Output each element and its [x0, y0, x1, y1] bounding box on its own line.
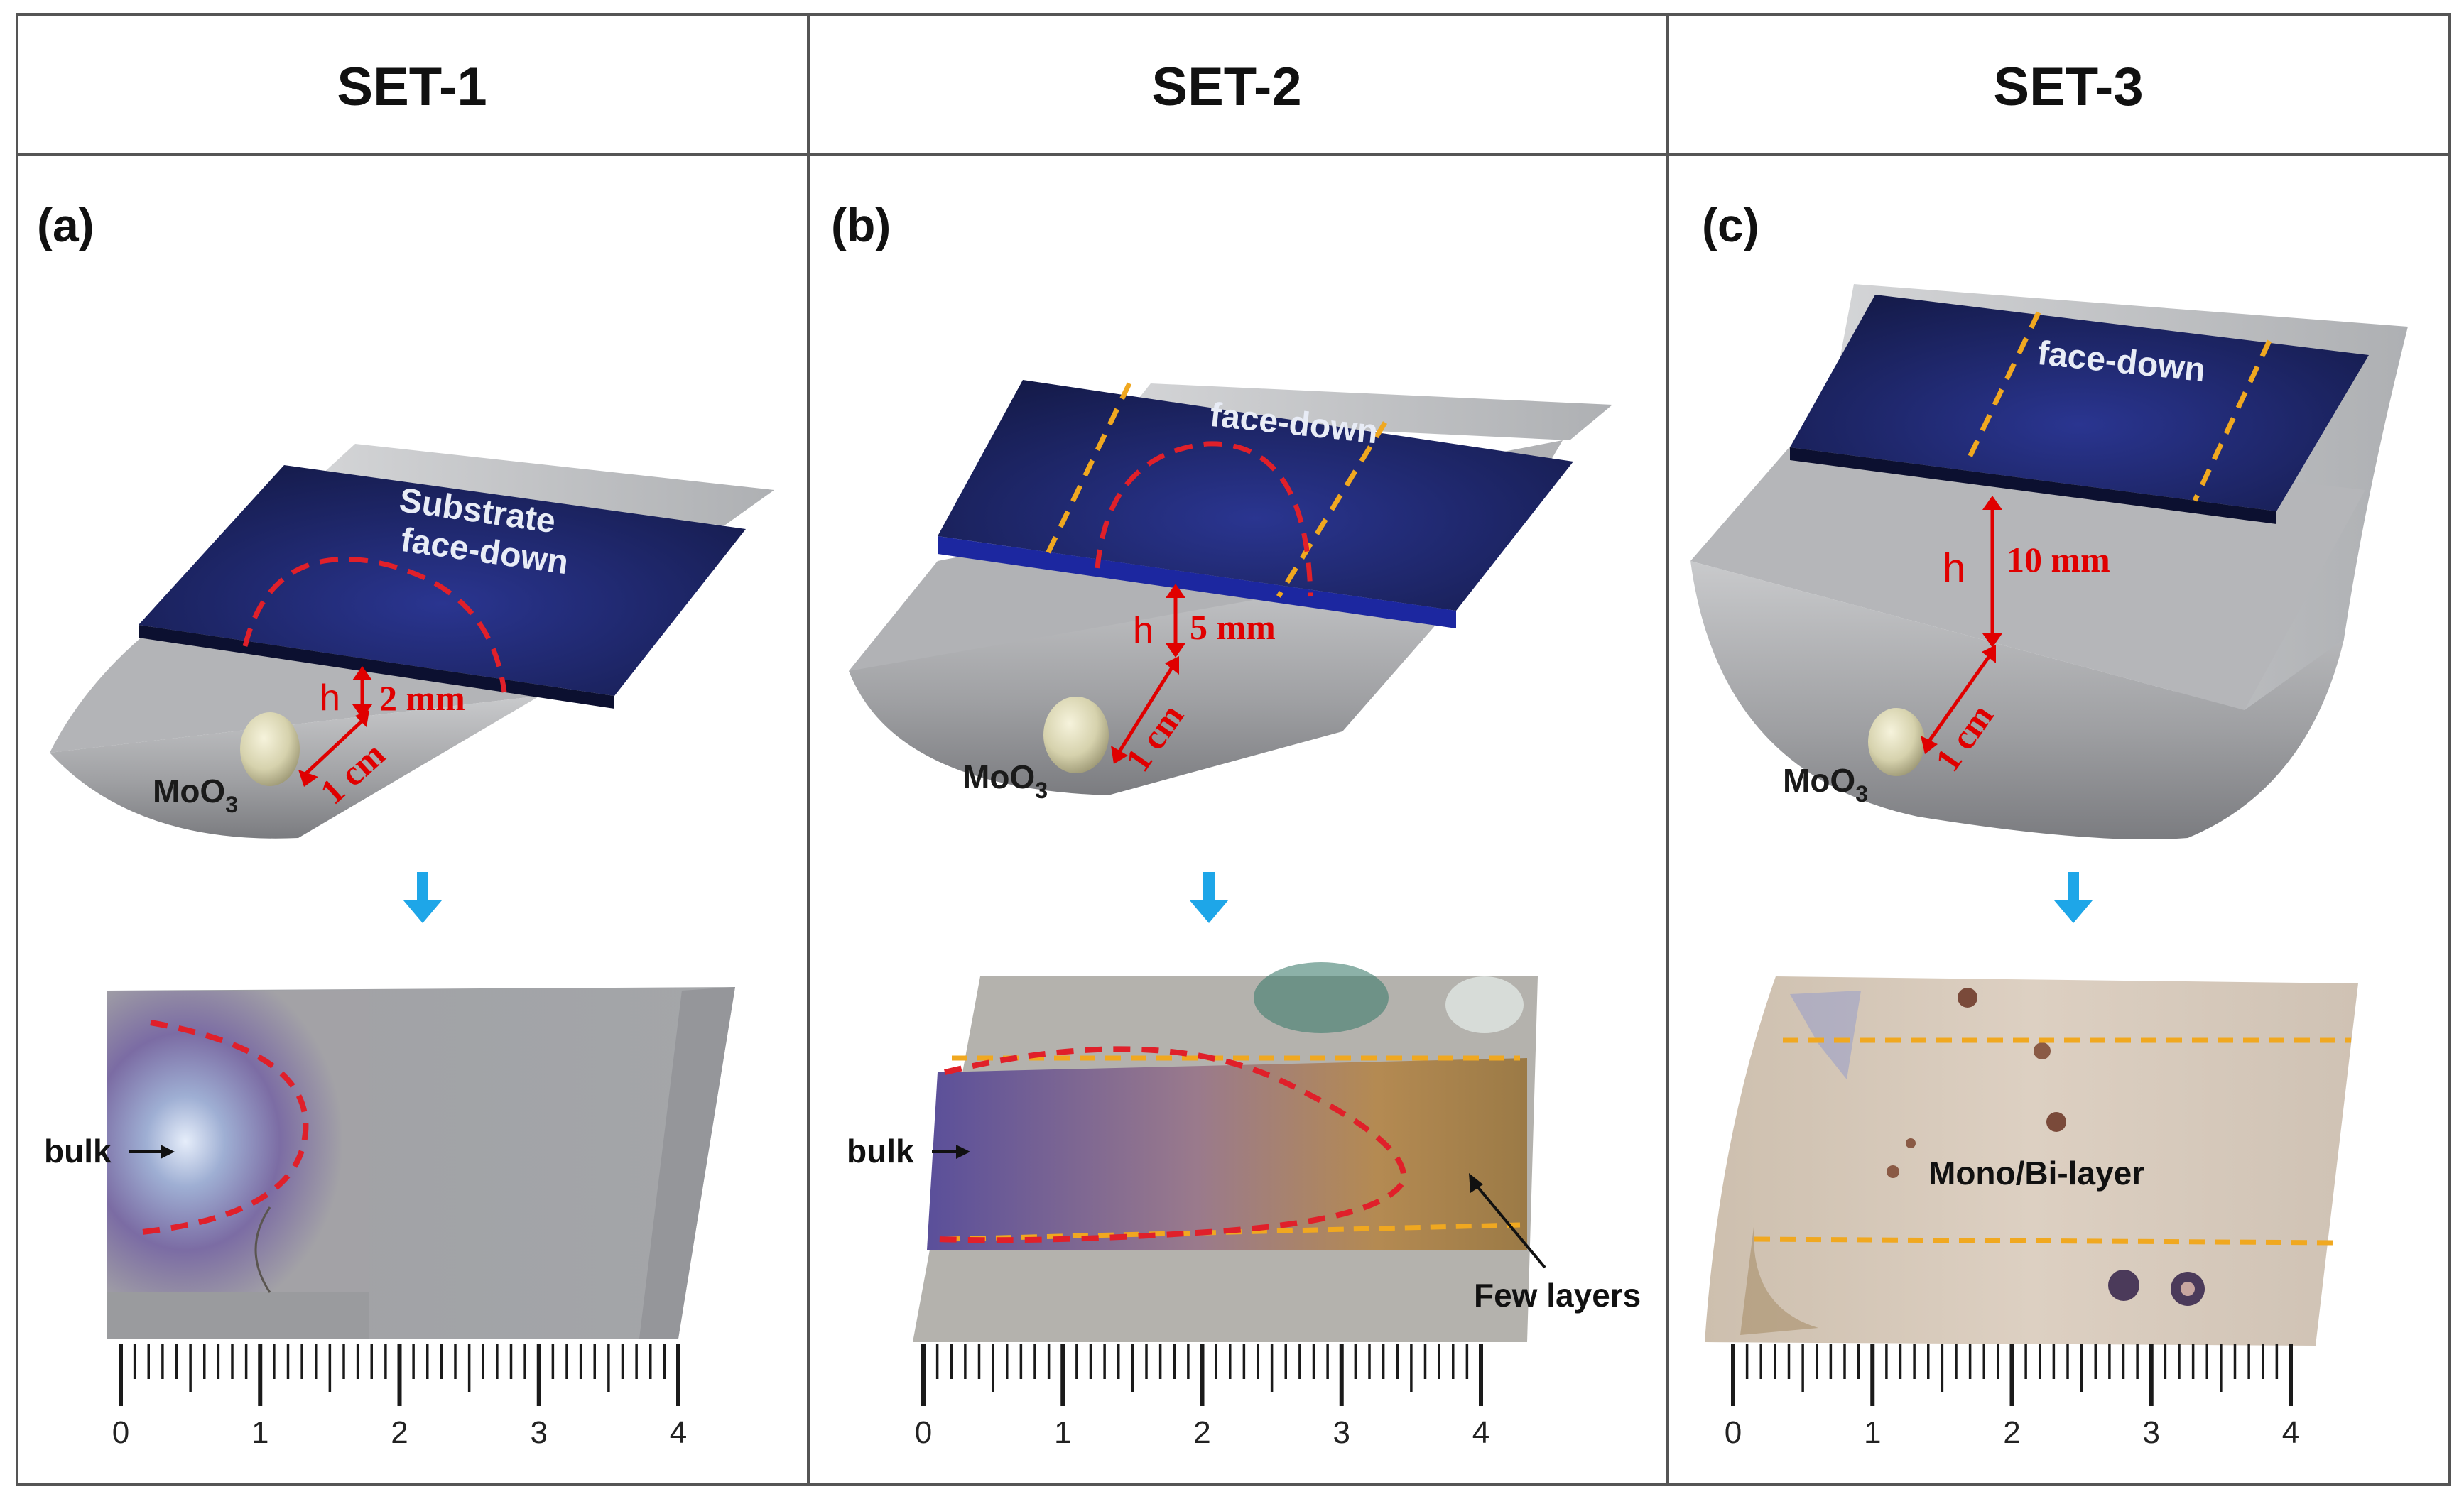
- moo3-pellet: [240, 712, 300, 786]
- ruler-label: 3: [2143, 1415, 2160, 1450]
- height-symbol: h: [320, 677, 340, 719]
- sample-photo-set-2: bulk Few layers: [847, 962, 1641, 1342]
- height-symbol: h: [1133, 610, 1154, 651]
- source-label: MoO3: [1783, 762, 1868, 807]
- distance-arrow: [304, 719, 364, 775]
- schematic-set-3: face-down h 10 mm 1 cm MoO3: [1690, 284, 2408, 839]
- gap-value: 5 mm: [1190, 607, 1276, 647]
- moo3-pellet: [1043, 697, 1109, 773]
- ruler-label: 2: [1193, 1415, 1210, 1450]
- bulk-region-outline: [141, 1020, 309, 1235]
- annotation-few-layers: Few layers: [1474, 1277, 1641, 1314]
- header-set-2: SET-2: [1151, 57, 1301, 117]
- flow-arrow-set-1: [403, 872, 442, 923]
- ruler-label: 4: [670, 1415, 687, 1450]
- ruler-label: 0: [1725, 1415, 1742, 1450]
- table-grid: [16, 13, 2451, 1486]
- deposition-region-outline: [242, 557, 507, 693]
- substrate: [1790, 295, 2369, 511]
- ruler-set-3: 0 1 2 3 4: [1725, 1344, 2299, 1450]
- sample-photo-set-1: bulk: [44, 987, 735, 1339]
- boat-back-wall: [1122, 383, 1612, 440]
- bulk-region-outline: [937, 1046, 1407, 1243]
- substrate: [938, 380, 1573, 611]
- ruler-set-1: 0 1 2 3 4: [112, 1344, 687, 1450]
- flow-arrow-set-3: [2054, 872, 2093, 923]
- ruler-label: 1: [1054, 1415, 1071, 1450]
- schematic-set-1: Substrate face-down h 2 mm 1 cm MoO3: [50, 444, 774, 839]
- gap-value: 2 mm: [379, 678, 465, 718]
- annotation-bulk: bulk: [44, 1133, 112, 1170]
- distance-arrow: [1926, 655, 1991, 743]
- header-set-1: SET-1: [337, 57, 487, 117]
- sample-photo-set-3: Mono/Bi-layer: [1705, 976, 2358, 1346]
- annotation-bulk: bulk: [847, 1133, 914, 1170]
- ruler-label: 2: [391, 1415, 408, 1450]
- ruler-label: 4: [2282, 1415, 2299, 1450]
- source-label: MoO3: [153, 773, 238, 817]
- header-set-3: SET-3: [1993, 57, 2143, 117]
- panel-label-c: (c): [1702, 199, 1759, 251]
- flow-arrow-set-2: [1190, 872, 1228, 923]
- annotation-mono-bi-layer: Mono/Bi-layer: [1928, 1155, 2144, 1192]
- deposition-region-outline: [1095, 441, 1313, 597]
- ruler-label: 1: [251, 1415, 268, 1450]
- ruler-set-2: 0 1 2 3 4: [915, 1344, 1489, 1450]
- distance-arrow: [1117, 666, 1174, 754]
- ruler-label: 1: [1864, 1415, 1881, 1450]
- substrate: [139, 465, 746, 696]
- ruler-label: 0: [112, 1415, 129, 1450]
- gap-value: 10 mm: [2007, 540, 2110, 579]
- boat-back-wall: [313, 444, 774, 525]
- schematic-set-2: face-down h 5 mm 1 cm MoO3: [849, 380, 1612, 803]
- ruler-label: 0: [915, 1415, 932, 1450]
- panel-label-a: (a): [37, 199, 94, 251]
- ruler-label: 3: [1333, 1415, 1350, 1450]
- moo3-pellet: [1868, 708, 1925, 776]
- height-symbol: h: [1943, 545, 1965, 592]
- ruler-label: 4: [1472, 1415, 1489, 1450]
- source-label: MoO3: [962, 758, 1048, 803]
- ruler-label: 2: [2003, 1415, 2020, 1450]
- panel-label-b: (b): [831, 199, 891, 251]
- ruler-label: 3: [531, 1415, 548, 1450]
